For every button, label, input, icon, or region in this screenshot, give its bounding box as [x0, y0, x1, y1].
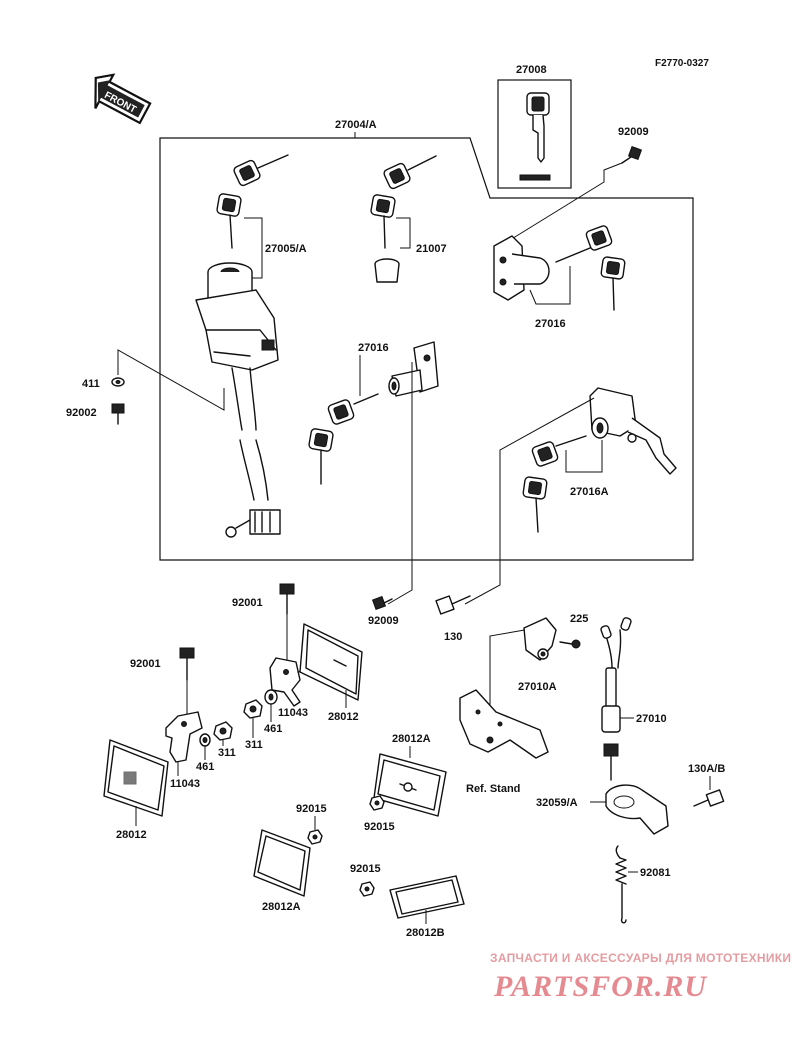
label-11043-a: 11043 [278, 707, 308, 719]
screw-92009-bottom-icon [371, 595, 393, 611]
nut-311-lower-icon [213, 721, 233, 741]
screw-92009-top-icon [621, 145, 643, 164]
seat-lock-key-set-icon [370, 155, 437, 249]
label-27016A: 27016A [570, 486, 609, 498]
nut-92015-low-icon [359, 881, 375, 897]
washer-461-upper-icon [264, 689, 278, 705]
label-27016-mid: 27016 [358, 342, 389, 354]
fork-lock-keys-icon [555, 225, 626, 311]
reflector-28012B-icon [389, 875, 465, 919]
lock-27016A-icon [589, 387, 677, 475]
label-92002: 92002 [66, 407, 97, 419]
switch-bracket-27010A-icon [523, 617, 557, 661]
bolt-130-icon [435, 595, 471, 615]
bolt-92001-lower-icon [179, 647, 195, 681]
stand-switch-27010-icon [600, 617, 632, 781]
ignition-switch-icon [195, 262, 279, 431]
switch-wire-harness-icon [225, 439, 281, 538]
label-311-a: 311 [245, 739, 263, 751]
blank-key-icon [526, 92, 550, 163]
bracket-11043-lower-icon [165, 711, 203, 763]
label-225: 225 [570, 613, 588, 625]
bracket-11043-upper-icon [269, 657, 301, 707]
reflector-28012A-top-icon [373, 753, 447, 817]
label-28012-a: 28012 [328, 711, 359, 723]
label-130AB: 130A/B [688, 763, 725, 775]
label-92001-b: 92001 [130, 658, 161, 670]
diagram-code: F2770-0327 [655, 58, 709, 69]
label-461-a: 461 [264, 723, 282, 735]
label-27010: 27010 [636, 713, 667, 725]
ref-stand-label: Ref. Stand [466, 783, 520, 795]
side-stand-ref-icon [459, 689, 549, 759]
nut-311-upper-icon [243, 699, 263, 719]
fork-lock-27016-icon [493, 235, 550, 301]
ignition-key-set-icon [216, 154, 289, 249]
bolt-92002-icon [111, 403, 125, 425]
label-92015-c: 92015 [350, 863, 381, 875]
label-27005A: 27005/A [265, 243, 307, 255]
switch-bracket-32059A-icon [605, 784, 669, 835]
label-21007: 21007 [416, 243, 447, 255]
label-28012B: 28012B [406, 927, 445, 939]
label-27016-upper: 27016 [535, 318, 566, 330]
key-tag-mark [519, 174, 551, 181]
label-28012A-top: 28012A [392, 733, 431, 745]
label-11043-b: 11043 [170, 778, 200, 790]
label-32059A: 32059/A [536, 797, 578, 809]
key-card-box [497, 79, 572, 189]
label-92009-bottom: 92009 [368, 615, 399, 627]
lock-cap-21007-icon [374, 258, 400, 283]
front-arrow-icon: FRONT [94, 73, 152, 125]
label-461-b: 461 [196, 761, 214, 773]
label-311-b: 311 [218, 747, 236, 759]
label-27010A: 27010A [518, 681, 557, 693]
screw-225-icon [559, 639, 581, 649]
nut-92015-mid-icon [307, 829, 323, 845]
label-27004A: 27004/A [335, 119, 377, 131]
reflector-28012A-bottom-icon [253, 829, 311, 897]
label-411: 411 [82, 378, 100, 390]
label-28012A-bottom: 28012A [262, 901, 301, 913]
label-27008: 27008 [516, 64, 547, 76]
label-92015-a: 92015 [364, 821, 395, 833]
label-130: 130 [444, 631, 462, 643]
bolt-92001-upper-icon [279, 583, 295, 615]
label-92009-top: 92009 [618, 126, 649, 138]
helmet-lock-keys-icon [308, 393, 379, 485]
washer-461-lower-icon [199, 733, 211, 747]
watermark-caption: ЗАПЧАСТИ И АКСЕССУАРЫ ДЛЯ МОТОТЕХНИКИ [490, 951, 791, 965]
label-28012-b: 28012 [116, 829, 147, 841]
label-92015-b: 92015 [296, 803, 327, 815]
label-92001-a: 92001 [232, 597, 263, 609]
helmet-lock-27016-icon [388, 341, 439, 397]
reflector-28012-upper-icon [299, 623, 363, 701]
watermark-brand: PARTSFOR.RU [493, 970, 707, 1003]
lock-27016A-keys-icon [522, 435, 587, 533]
reflector-28012-lower-icon [103, 739, 169, 817]
nut-92015-top-icon [369, 795, 385, 811]
spring-92081-icon [615, 845, 627, 924]
label-92081: 92081 [640, 867, 671, 879]
bolt-130AB-icon [693, 789, 725, 807]
set-frame-27004A [159, 137, 694, 561]
